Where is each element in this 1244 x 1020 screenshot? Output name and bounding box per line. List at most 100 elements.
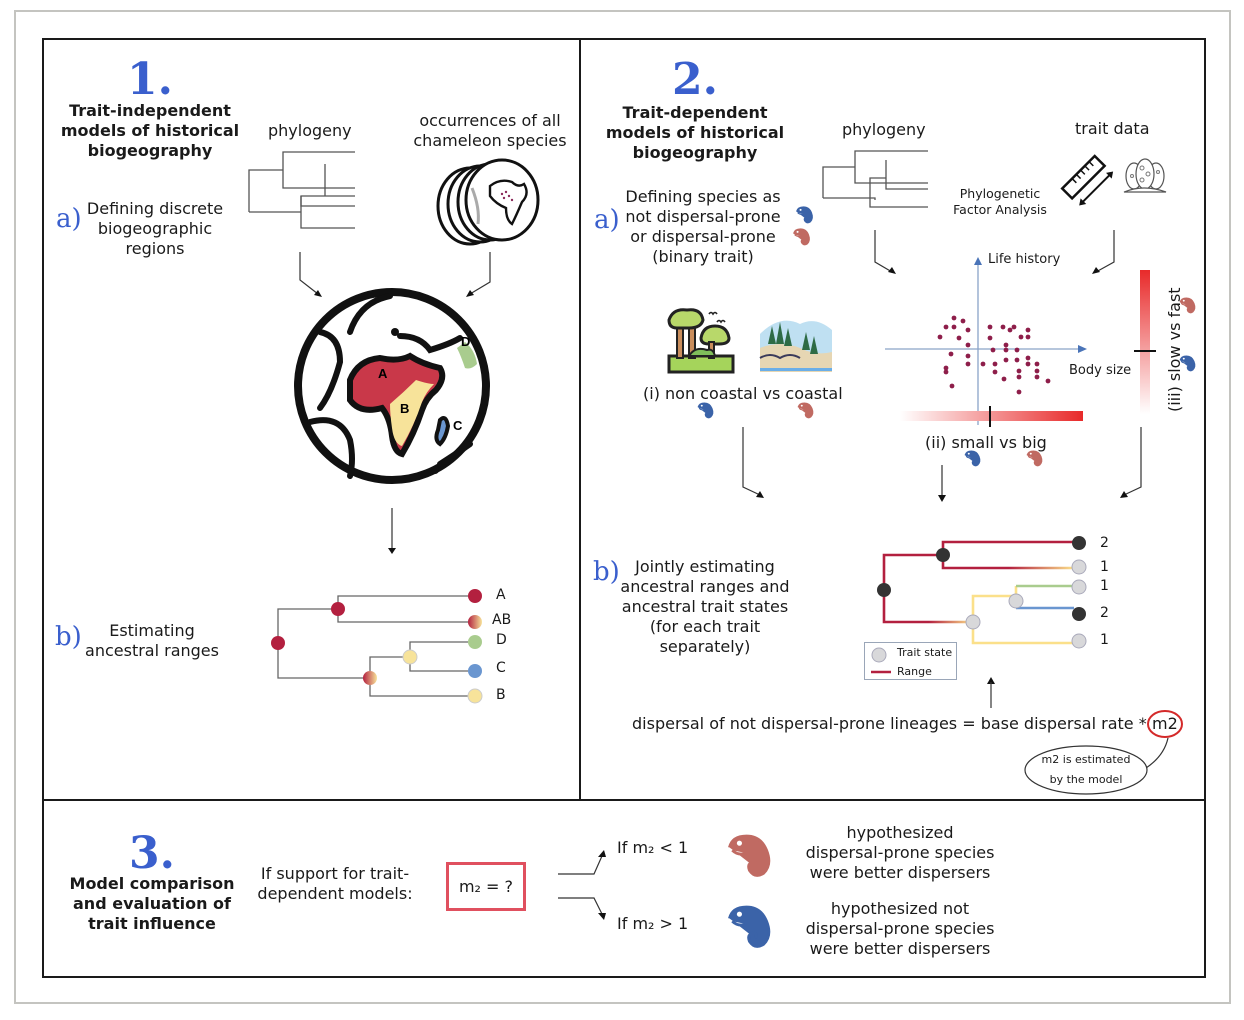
scatter-point bbox=[1025, 327, 1031, 333]
scatter-point bbox=[1003, 357, 1009, 363]
trait-data-label: trait data bbox=[1075, 119, 1150, 138]
tip-marker bbox=[468, 615, 482, 629]
step-b-marker: b) bbox=[55, 622, 82, 652]
heading-line: trait influence bbox=[88, 914, 216, 933]
tip-label: A bbox=[496, 587, 506, 603]
globe-regions-map: A B C D bbox=[294, 288, 490, 484]
case-lt-outcome: hypothesized dispersal-prone species wer… bbox=[790, 823, 1010, 883]
legend-range-label: Range bbox=[897, 665, 932, 678]
callout-text: m2 is estimated by the model bbox=[1030, 750, 1142, 790]
scatter-point bbox=[949, 383, 955, 389]
node-marker bbox=[363, 671, 377, 685]
scatter-point bbox=[1001, 376, 1007, 382]
chameleon-blue-icon bbox=[795, 206, 813, 224]
tip-marker bbox=[1071, 579, 1087, 595]
region-c-shape bbox=[434, 416, 451, 447]
legend-range-swatch bbox=[871, 670, 891, 674]
step-b-marker: b) bbox=[593, 557, 620, 587]
node-marker bbox=[877, 583, 891, 597]
chameleon-blue-icon bbox=[697, 402, 714, 419]
scatter-point bbox=[965, 361, 971, 367]
scatter-point bbox=[965, 353, 971, 359]
panel-divider-vertical bbox=[579, 38, 581, 801]
step-a-marker: a) bbox=[594, 205, 620, 235]
body-size-gradient-bar bbox=[900, 411, 1083, 421]
panel-3-heading: Model comparison and evaluation of trait… bbox=[52, 874, 252, 934]
axis-x-label: Body size bbox=[1069, 363, 1132, 378]
scatter-point bbox=[943, 365, 949, 371]
tip-marker bbox=[468, 664, 482, 678]
node-marker bbox=[1008, 593, 1024, 609]
region-label: C bbox=[453, 418, 463, 433]
scatter-point bbox=[965, 327, 971, 333]
phylogeny-tree-icon bbox=[248, 151, 355, 229]
joint-estimation-tree bbox=[877, 536, 1087, 649]
node-marker bbox=[331, 602, 345, 616]
scatter-point bbox=[1011, 324, 1017, 330]
scatter-point bbox=[1007, 327, 1013, 333]
arrow-up bbox=[987, 677, 995, 708]
text-line: (binary trait) bbox=[652, 247, 754, 266]
scatter-point bbox=[992, 369, 998, 375]
node-marker bbox=[965, 614, 981, 630]
region-label: D bbox=[461, 334, 470, 349]
phylogeny-tree-icon bbox=[822, 150, 928, 208]
ruler-icon bbox=[1060, 154, 1114, 206]
text-line: dispersal-prone species bbox=[805, 919, 995, 938]
stacked-globes-icon bbox=[436, 158, 540, 246]
scatter-point bbox=[1016, 374, 1022, 380]
chameleon-red-icon bbox=[728, 834, 771, 877]
heading-line: models of historical bbox=[605, 123, 785, 142]
step-b-text: Estimating ancestral ranges bbox=[82, 621, 222, 661]
text-line: Jointly estimating bbox=[635, 557, 775, 576]
text-line: (for each trait bbox=[649, 617, 761, 636]
scatter-point bbox=[951, 324, 957, 330]
figure-border bbox=[14, 10, 1231, 1004]
step-a-text: Defining discrete biogeographic regions bbox=[80, 199, 230, 259]
scatter-point bbox=[1016, 368, 1022, 374]
heading-line: biogeography bbox=[632, 143, 758, 162]
tip-state-label: 2 bbox=[1100, 605, 1109, 621]
tip-state-label: 1 bbox=[1100, 578, 1109, 594]
arrows-to-joint-tree bbox=[742, 427, 1142, 502]
scatter-point bbox=[980, 361, 986, 367]
callout-line: m2 is estimated bbox=[1041, 753, 1131, 766]
pfa-scatter-plot bbox=[885, 257, 1087, 427]
phylogeny-label: phylogeny bbox=[842, 120, 926, 139]
arrow-down bbox=[388, 508, 396, 554]
scatter-point bbox=[965, 342, 971, 348]
chameleon-red-icon bbox=[797, 402, 814, 419]
pfa-label: Phylogenetic Factor Analysis bbox=[945, 186, 1055, 218]
scatter-point bbox=[1025, 361, 1031, 367]
scatter-point bbox=[951, 315, 957, 321]
panel-3-number: 3. bbox=[129, 828, 175, 879]
tip-marker bbox=[468, 635, 482, 649]
case-gt-outcome: hypothesized not dispersal-prone species… bbox=[790, 899, 1010, 959]
case-gt-condition: If m₂ > 1 bbox=[617, 914, 689, 933]
text-line: hypothesized bbox=[846, 823, 954, 842]
tip-state-label: 2 bbox=[1100, 535, 1109, 551]
scatter-point bbox=[1003, 347, 1009, 353]
region-b-shape bbox=[390, 380, 434, 446]
tip-state-label: 1 bbox=[1100, 632, 1109, 648]
chameleon-blue-icon bbox=[728, 905, 771, 948]
panel-1-number: 1. bbox=[127, 54, 173, 105]
panel-divider-horizontal bbox=[42, 799, 1206, 801]
text-line: ancestral ranges bbox=[85, 641, 219, 660]
scatter-point bbox=[1018, 334, 1024, 340]
ancestral-range-tree bbox=[271, 589, 483, 704]
panel-1-heading: Trait-independent models of historical b… bbox=[50, 101, 250, 161]
heading-line: biogeography bbox=[87, 141, 213, 160]
scatter-point bbox=[987, 335, 993, 341]
tip-marker bbox=[467, 688, 483, 704]
scatter-point bbox=[937, 334, 943, 340]
text-line: regions bbox=[125, 239, 185, 258]
label-line: Factor Analysis bbox=[953, 202, 1047, 217]
trait-i-label: (i) non coastal vs coastal bbox=[643, 384, 843, 403]
region-label: B bbox=[400, 401, 409, 416]
tip-marker bbox=[1071, 633, 1087, 649]
equation-param: m2 bbox=[1152, 714, 1178, 733]
arrowhead-icon bbox=[1078, 345, 1087, 353]
m2-box-text: m₂ = ? bbox=[458, 877, 514, 896]
region-label: A bbox=[378, 366, 388, 381]
